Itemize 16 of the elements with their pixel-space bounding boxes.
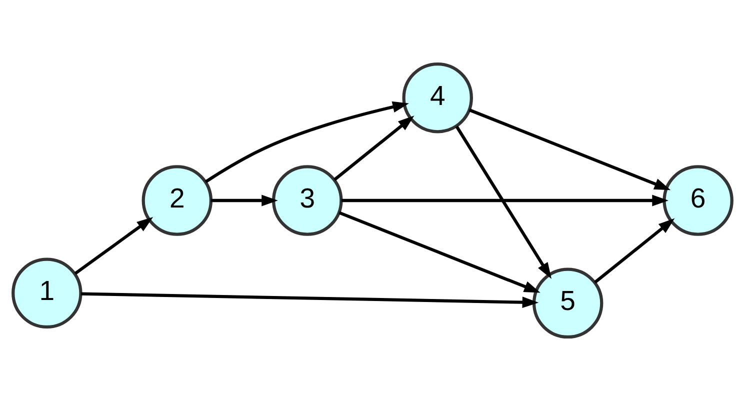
- arrow: [74, 216, 154, 274]
- node-circle: 5: [532, 267, 604, 338]
- arrow: [338, 210, 540, 292]
- node-circle: 6: [662, 164, 734, 236]
- node-circle: 1: [12, 257, 82, 328]
- arrow: [468, 108, 671, 190]
- arrow: [455, 125, 552, 278]
- node-circle: 4: [402, 62, 473, 133]
- arrow: [204, 100, 409, 183]
- arrow: [594, 218, 675, 284]
- arrow: [80, 292, 539, 308]
- node-circle: 3: [272, 164, 343, 236]
- arrow: [341, 194, 668, 206]
- arrow: [210, 194, 278, 206]
- arrow: [334, 115, 414, 180]
- node-circle: 2: [142, 164, 213, 236]
